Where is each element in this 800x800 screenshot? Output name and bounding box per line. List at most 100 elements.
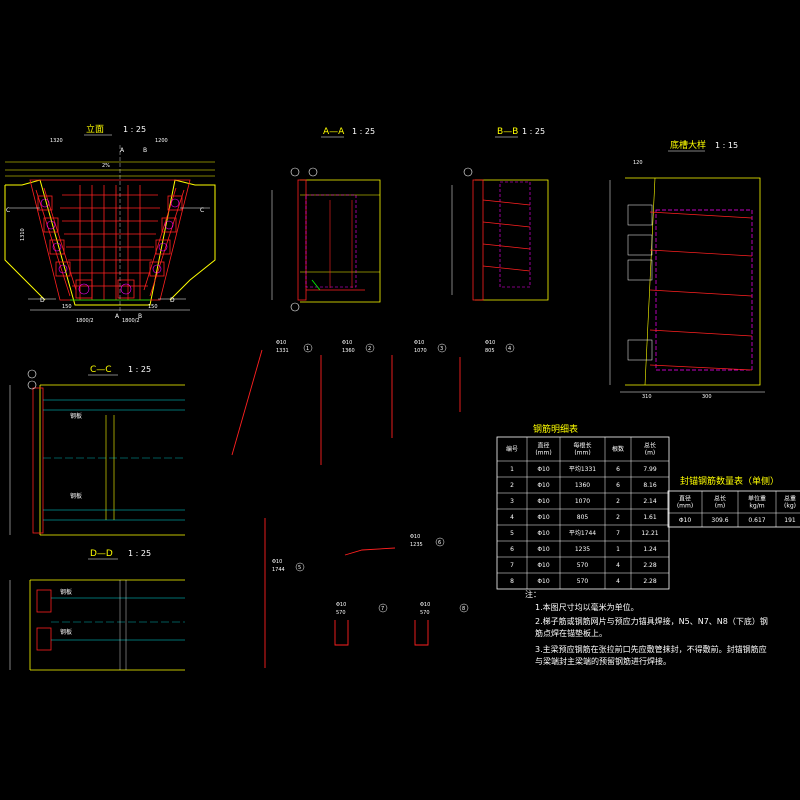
- bar-8-len: 570: [420, 610, 430, 616]
- bar-7-mark: Φ10: [336, 602, 346, 608]
- summary-table-header: 总重(kg): [784, 495, 796, 510]
- rebar-table-cell: Φ10: [537, 514, 550, 521]
- summary-table-cell: 191: [784, 517, 796, 524]
- svg-text:3: 3: [440, 346, 443, 352]
- rebar-table-cell: 570: [577, 578, 589, 585]
- elevation-title: 立面: [86, 123, 104, 135]
- rebar-table-cell: Φ10: [537, 530, 550, 537]
- bar-3-mark: Φ10: [414, 340, 424, 346]
- svg-text:150: 150: [62, 304, 72, 310]
- elev-dim-slope: 2%: [102, 163, 110, 169]
- detail-dim-1: 310: [642, 394, 652, 400]
- bar-5-len: 1744: [272, 567, 285, 573]
- rebar-table-cell: Φ10: [537, 578, 550, 585]
- rebar-table-cell: 8: [510, 578, 514, 585]
- section-aa-view: A—A 1 : 25: [271, 127, 381, 312]
- dd-scale: 1 : 25: [128, 549, 151, 558]
- rebar-table-cell: Φ10: [537, 482, 550, 489]
- svg-text:4: 4: [508, 346, 511, 352]
- bar-2-len: 1360: [342, 348, 355, 354]
- elev-sec-d-left: D: [40, 297, 45, 304]
- rebar-table-cell: 8.16: [643, 482, 657, 489]
- cc-title: C—C: [90, 365, 112, 375]
- rebar-table-cell: 1.24: [643, 546, 657, 553]
- svg-text:8: 8: [462, 606, 465, 612]
- note-line-5: 与梁端封主梁端的预留钢筋进行焊接。: [535, 656, 671, 666]
- elev-sec-b: B: [143, 147, 147, 154]
- rebar-table-cell: 2.28: [643, 578, 657, 585]
- rebar-table-cell: 4: [616, 578, 620, 585]
- cc-scale: 1 : 25: [128, 365, 151, 374]
- bar-4-mark: Φ10: [485, 340, 495, 346]
- rebar-table-cell: 1.61: [643, 514, 657, 521]
- rebar-table-header: 每根长(mm): [573, 442, 591, 457]
- svg-text:1800/2: 1800/2: [76, 318, 94, 324]
- svg-text:150: 150: [148, 304, 158, 310]
- bar-2-mark: Φ10: [342, 340, 352, 346]
- bar-8-mark: Φ10: [420, 602, 430, 608]
- elev-dim-left: 1310: [20, 228, 26, 241]
- svg-text:2: 2: [368, 346, 371, 352]
- summary-table-cell: 0.617: [748, 517, 765, 524]
- svg-text:6: 6: [438, 540, 441, 546]
- bar-6-shape: [344, 547, 396, 556]
- summary-table-header: 总长(m): [714, 495, 726, 510]
- rebar-table-cell: 7.99: [643, 466, 657, 473]
- rebar-table-cell: 2: [510, 482, 514, 489]
- bar-1-len: 1331: [276, 348, 289, 354]
- rebar-table-cell: Φ10: [537, 466, 550, 473]
- rebar-table-cell: 2: [616, 514, 620, 521]
- rebar-table-cell: 6: [616, 466, 620, 473]
- dd-title: D—D: [90, 549, 113, 559]
- detail-view: 底槽大样 1 : 15 310 300 120: [609, 139, 765, 400]
- elev-dim-top-right: 1200: [155, 138, 168, 144]
- rebar-table-cell: 12.21: [641, 530, 658, 537]
- aa-title: A—A: [323, 127, 345, 137]
- dd-plate-label-2: 钢板: [60, 628, 72, 636]
- bar-7-len: 570: [336, 610, 346, 616]
- notes-block: 注： 1.本图尺寸均以毫米为单位。 2.梯子筋或钢筋网片与预应力锚具焊接，N5、…: [525, 589, 768, 666]
- rebar-table-cell: 4: [510, 514, 514, 521]
- elev-sec-a: A: [120, 147, 125, 154]
- bar-1-mark: Φ10: [276, 340, 286, 346]
- bar-8-shape: [414, 620, 429, 646]
- rebar-table-cell: 7: [616, 530, 620, 537]
- rebar-table-cell: 1: [616, 546, 620, 553]
- rebar-table-cell: 7: [510, 562, 514, 569]
- bar-4-len: 805: [485, 348, 495, 354]
- aa-scale: 1 : 25: [352, 127, 375, 136]
- summary-table-header: 直径(mm): [677, 495, 693, 510]
- cc-plate-label-1: 钢板: [70, 412, 82, 420]
- rebar-table-cell: 6: [510, 546, 514, 553]
- rebar-table-header: 总长(m): [644, 442, 656, 457]
- rebar-table-cell: 1070: [575, 498, 590, 505]
- elevation-scale: 1 : 25: [123, 125, 146, 134]
- bar-6-mark: Φ10: [410, 534, 420, 540]
- rebar-table-cell: 平均1744: [569, 529, 596, 537]
- summary-table-title: 封锚钢筋数量表（单侧）: [680, 475, 779, 487]
- svg-text:A: A: [115, 313, 120, 320]
- rebar-table-cell: 2.14: [643, 498, 657, 505]
- section-dd-view: D—D 1 : 25 钢板 钢板: [9, 549, 185, 671]
- summary-table-cell: 309.6: [711, 517, 728, 524]
- detail-dim-2: 300: [702, 394, 712, 400]
- rebar-table-cell: 2: [616, 498, 620, 505]
- bar-5-mark: Φ10: [272, 559, 282, 565]
- rebar-table-header: 根数: [612, 445, 624, 453]
- note-line-1: 1.本图尺寸均以毫米为单位。: [535, 602, 639, 612]
- note-line-4: 3.主梁预应钢筋在张拉前口先应敷管抹封，不得敷前。封锚钢筋应: [535, 644, 767, 654]
- bar-3-len: 1070: [414, 348, 427, 354]
- rebar-table-cell: Φ10: [537, 562, 550, 569]
- note-line-3: 筋点焊在锚垫板上。: [535, 628, 607, 638]
- bar-1-shape: [231, 349, 263, 456]
- detail-title: 底槽大样: [670, 139, 706, 151]
- section-cc-view: C—C 1 : 25 钢板 钢板: [9, 365, 185, 536]
- cc-plate-label-2: 钢板: [70, 492, 82, 500]
- rebar-table-cell: 570: [577, 562, 589, 569]
- rebar-table-cell: 6: [616, 482, 620, 489]
- rebar-table-cell: 1360: [575, 482, 590, 489]
- summary-table-cell: Φ10: [679, 517, 692, 524]
- rebar-table-cell: 805: [577, 514, 589, 521]
